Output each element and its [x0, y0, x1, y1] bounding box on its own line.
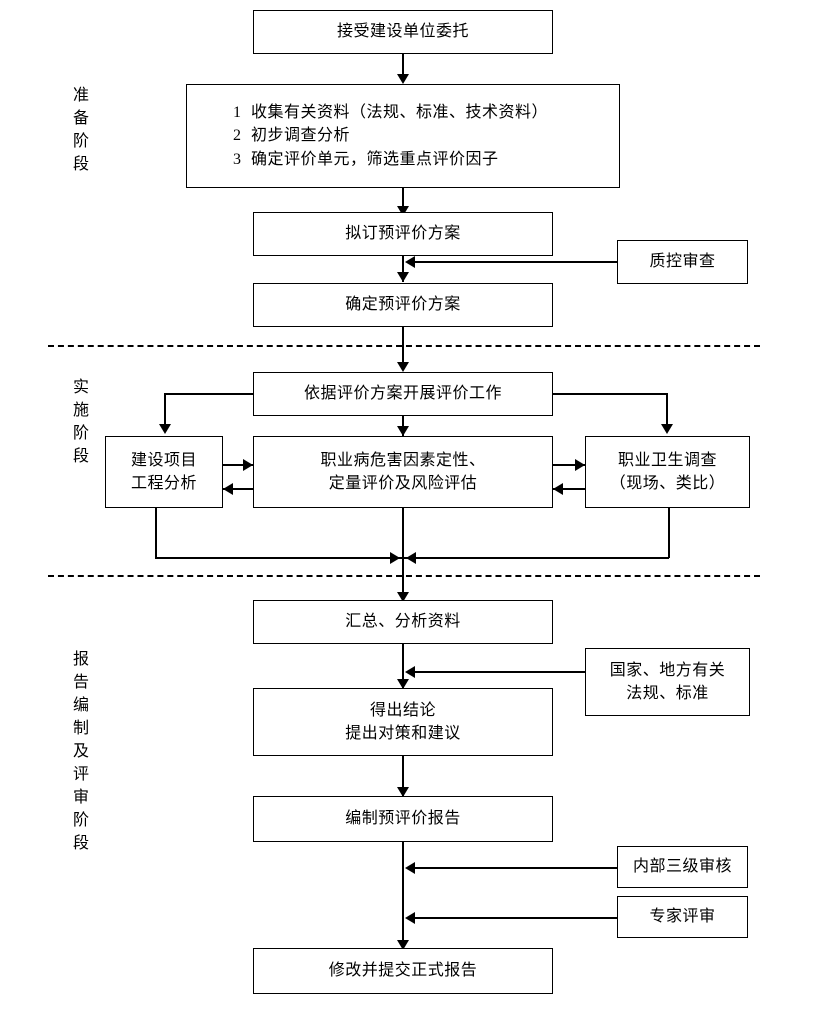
node-occupational-survey-line2: （现场、类比）: [609, 475, 726, 492]
node-draft-plan-label: 拟订预评价方案: [345, 225, 461, 243]
node-draft-plan[interactable]: 拟订预评价方案: [253, 212, 553, 256]
preparation-task-text-2: 初步调查分析: [251, 127, 351, 145]
connector-regulations-to-main: [414, 671, 585, 673]
connector-assessment-to-engineering: [223, 488, 253, 490]
preparation-task-item-3: 3 确定评价单元，筛选重点评价因子: [233, 148, 499, 171]
node-expert-review-label: 专家评审: [649, 908, 716, 926]
arrowhead-draft-to-confirm: [397, 272, 409, 282]
node-hazard-assessment[interactable]: 职业病危害因素定性、 定量评价及风险评估: [253, 436, 553, 508]
node-internal-three-level-review[interactable]: 内部三级审核: [617, 846, 748, 888]
connector-internal-review-to-main: [414, 867, 617, 869]
arrowhead-survey-to-assessment: [553, 483, 563, 495]
arrowhead-accept-to-tasks: [397, 74, 409, 84]
connector-engineering-to-assessment: [223, 464, 253, 466]
arrowhead-confirm-to-carry-out: [397, 362, 409, 372]
arrowhead-engineering-to-assessment: [243, 459, 253, 471]
section-divider-preparation-implementation: [48, 345, 760, 347]
stage-label-reporting: 报告编制及评审阶段: [70, 650, 87, 857]
preparation-task-number-1: 1: [233, 104, 242, 122]
arrowhead-regulations-to-main: [405, 666, 415, 678]
node-draft-report[interactable]: 编制预评价报告: [253, 796, 553, 842]
connector-expert-review-to-main: [414, 917, 617, 919]
node-regulations-reference-line1: 国家、地方有关: [609, 661, 726, 679]
connector-confirm-to-carry-out: [402, 327, 404, 369]
connector-accept-to-tasks: [402, 54, 404, 78]
node-draft-report-label: 编制预评价报告: [345, 810, 461, 828]
node-summarize-data[interactable]: 汇总、分析资料: [253, 600, 553, 644]
node-carry-out-work[interactable]: 依据评价方案开展评价工作: [253, 372, 553, 416]
node-confirm-plan[interactable]: 确定预评价方案: [253, 283, 553, 327]
node-regulations-reference[interactable]: 国家、地方有关 法规、标准: [585, 648, 750, 716]
arrowhead-expert-review-to-main: [405, 912, 415, 924]
node-regulations-reference-line2: 法规、标准: [626, 685, 709, 702]
connector-draft-report-to-final: [402, 842, 404, 948]
arrowhead-assessment-to-summarize: [397, 592, 409, 602]
preparation-task-text-1: 收集有关资料（法规、标准、技术资料）: [251, 104, 549, 122]
node-expert-review[interactable]: 专家评审: [617, 896, 748, 938]
arrowhead-assessment-to-engineering: [223, 483, 233, 495]
node-internal-three-level-review-label: 内部三级审核: [632, 858, 732, 876]
node-preparation-tasks[interactable]: 1 收集有关资料（法规、标准、技术资料） 2 初步调查分析 3 确定评价单元，筛选重点…: [186, 84, 620, 188]
arrowhead-internal-review-to-main: [405, 862, 415, 874]
node-accept-commission-label: 接受建设单位委托: [336, 23, 469, 41]
node-hazard-assessment-line1: 职业病危害因素定性、: [320, 451, 486, 469]
connector-engineering-merge: [155, 557, 402, 559]
connector-conclusions-to-draft-report: [402, 756, 404, 796]
node-carry-out-work-label: 依据评价方案开展评价工作: [303, 385, 502, 403]
connector-assessment-to-survey: [553, 464, 585, 466]
arrowhead-survey-merge: [406, 552, 416, 564]
arrowhead-draft-report-to-final: [397, 940, 409, 950]
node-quality-review-label: 质控审查: [649, 253, 716, 271]
node-project-engineering-analysis[interactable]: 建设项目 工程分析: [105, 436, 223, 508]
node-conclusions[interactable]: 得出结论 提出对策和建议: [253, 688, 553, 756]
connector-summarize-to-conclusions: [402, 644, 404, 688]
arrowhead-tasks-to-draft-plan: [397, 206, 409, 216]
node-accept-commission[interactable]: 接受建设单位委托: [253, 10, 553, 54]
node-project-engineering-analysis-line2: 工程分析: [130, 475, 197, 492]
connector-survey-merge: [404, 557, 669, 559]
preparation-task-item-1: 1 收集有关资料（法规、标准、技术资料）: [233, 101, 548, 124]
section-divider-implementation-reporting: [48, 575, 760, 577]
arrowhead-carryout-to-engineering: [159, 424, 171, 434]
arrowhead-assessment-to-survey: [575, 459, 585, 471]
preparation-task-text-3: 确定评价单元，筛选重点评价因子: [251, 150, 499, 168]
node-quality-review[interactable]: 质控审查: [617, 240, 748, 284]
connector-carryout-branch-left-down: [164, 393, 166, 429]
preparation-task-number-2: 2: [233, 127, 242, 145]
node-final-report[interactable]: 修改并提交正式报告: [253, 948, 553, 994]
node-hazard-assessment-line2: 定量评价及风险评估: [328, 475, 478, 492]
preparation-task-item-2: 2 初步调查分析: [233, 124, 350, 147]
arrowhead-carryout-to-survey: [661, 424, 673, 434]
node-conclusions-line2: 提出对策和建议: [345, 725, 461, 742]
stage-label-implementation: 实施阶段: [70, 378, 87, 470]
arrowhead-quality-review-to-main: [405, 256, 415, 268]
stage-label-preparation: 准备阶段: [70, 86, 87, 178]
connector-assessment-to-summarize: [402, 508, 404, 600]
connector-quality-review-to-main: [414, 261, 617, 263]
connector-draft-to-confirm: [402, 256, 404, 282]
connector-carryout-branch-right-down: [666, 393, 668, 429]
arrowhead-conclusions-to-draft-report: [397, 787, 409, 797]
node-project-engineering-analysis-line1: 建设项目: [130, 451, 197, 469]
node-final-report-label: 修改并提交正式报告: [328, 962, 478, 980]
node-conclusions-line1: 得出结论: [369, 701, 436, 719]
connector-carryout-branch-left: [164, 393, 253, 395]
node-confirm-plan-label: 确定预评价方案: [345, 296, 461, 314]
node-summarize-data-label: 汇总、分析资料: [345, 613, 461, 631]
connector-survey-to-assessment: [553, 488, 585, 490]
connector-engineering-down: [155, 508, 157, 558]
preparation-task-number-3: 3: [233, 150, 242, 168]
arrowhead-engineering-merge: [390, 552, 400, 564]
connector-survey-down: [668, 508, 670, 558]
connector-carryout-branch-right: [553, 393, 667, 395]
connector-tasks-to-draft-plan: [402, 188, 404, 212]
node-occupational-survey[interactable]: 职业卫生调查 （现场、类比）: [585, 436, 750, 508]
node-occupational-survey-line1: 职业卫生调查: [617, 451, 717, 469]
arrowhead-carryout-to-assessment: [397, 426, 409, 436]
arrowhead-summarize-to-conclusions: [397, 679, 409, 689]
